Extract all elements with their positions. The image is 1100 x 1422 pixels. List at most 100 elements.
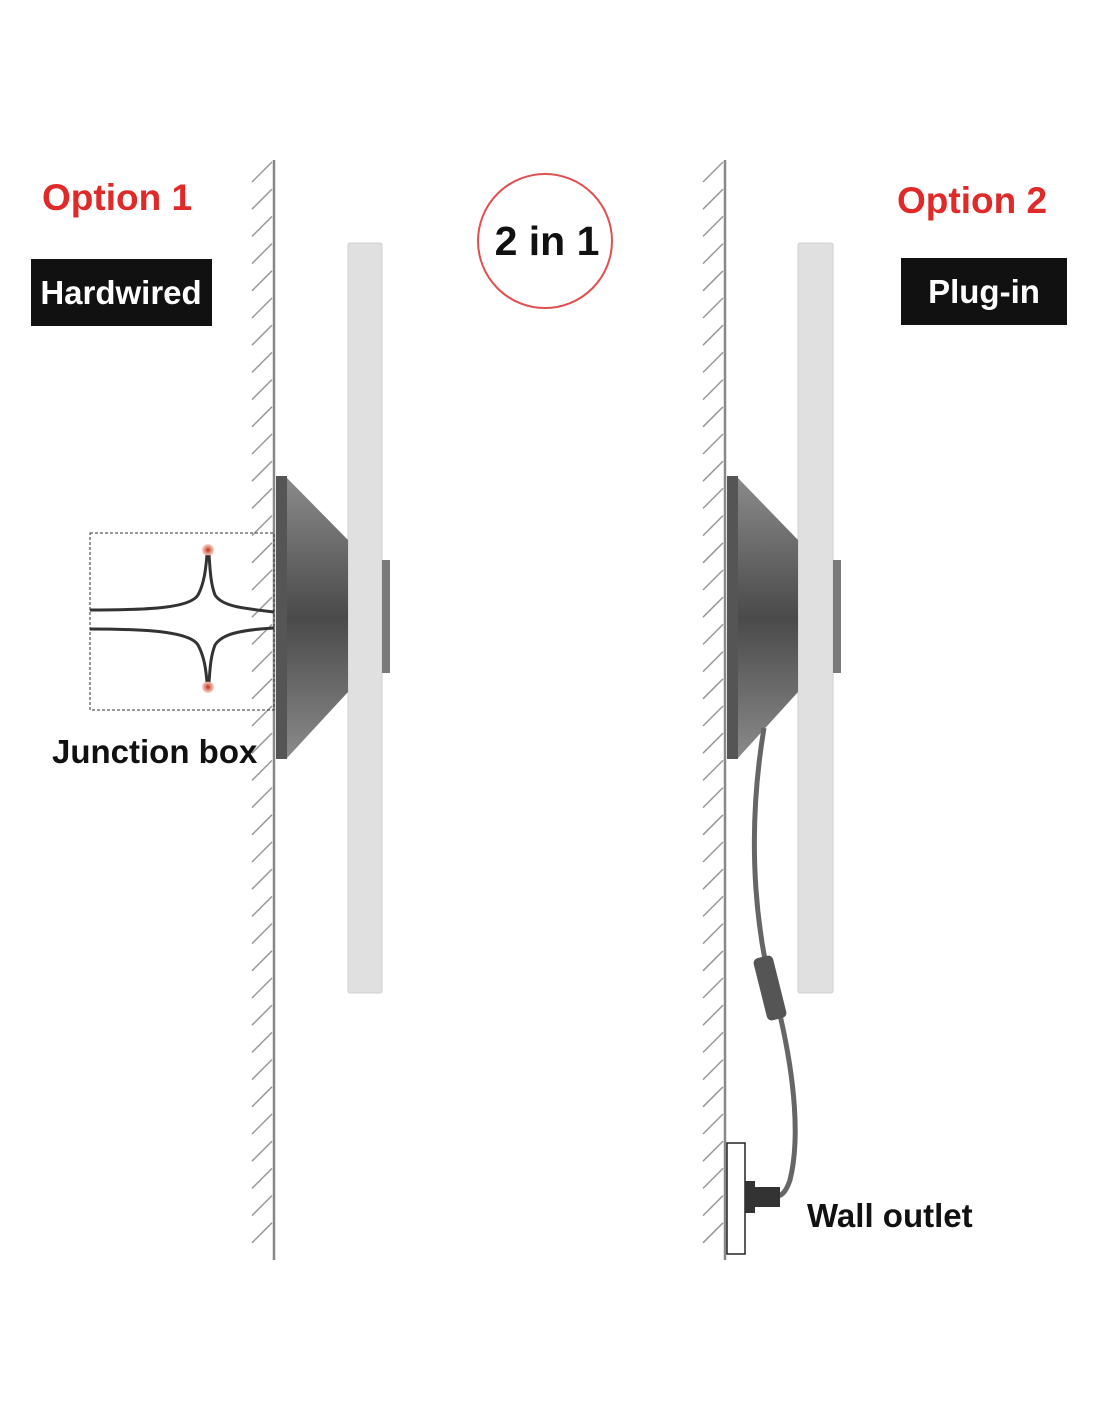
wall-hatch (251, 1167, 273, 1189)
wire (89, 554, 209, 612)
wall-hatch (702, 161, 724, 183)
wall-hatch (251, 215, 273, 237)
option1-tag: Hardwired (40, 274, 201, 311)
wall-hatch (702, 895, 724, 917)
plug-body (755, 1187, 780, 1207)
wall-hatch (251, 923, 273, 945)
wall-hatch (251, 1059, 273, 1081)
mount-cone-left (287, 478, 348, 758)
wall-hatch (702, 215, 724, 237)
mount-cone-right (738, 478, 798, 758)
wall-hatch (251, 1222, 273, 1244)
wall-hatch (702, 1004, 724, 1026)
option1-title: Option 1 (42, 177, 192, 218)
panel-knob-right (833, 560, 841, 673)
wall-hatch (702, 814, 724, 836)
wall-hatch (702, 351, 724, 373)
wall-hatch (251, 596, 273, 618)
power-cord (751, 727, 798, 1199)
wall-hatch (702, 379, 724, 401)
wall-hatch (702, 460, 724, 482)
mount-plate-left (276, 476, 287, 759)
wall-hatch (251, 515, 273, 537)
wall-hatch (251, 759, 273, 781)
cord-connector (753, 955, 787, 1021)
wall-hatch (251, 1086, 273, 1108)
wall-hatch (251, 841, 273, 863)
wall-hatch (251, 977, 273, 999)
wall-hatch (702, 1222, 724, 1244)
wall-hatch (251, 868, 273, 890)
badge-circle (477, 173, 613, 309)
wall-hatch (702, 1195, 724, 1217)
wall-hatch (702, 623, 724, 645)
wall-hatch (251, 433, 273, 455)
wall-hatch (251, 651, 273, 673)
wall-hatch (702, 705, 724, 727)
wall-hatch (702, 297, 724, 319)
wall-hatch (702, 759, 724, 781)
wall-hatch (251, 1004, 273, 1026)
wall-hatch (702, 1167, 724, 1189)
wall-hatch (702, 732, 724, 754)
option2-tag-bg (901, 258, 1067, 325)
wall-hatch (251, 787, 273, 809)
wall-hatch (251, 542, 273, 564)
mirror-panel-left (347, 242, 383, 994)
wall-hatch (702, 868, 724, 890)
wall-hatch (702, 678, 724, 700)
mount-plate-right (727, 476, 738, 759)
wall-hatch (251, 1195, 273, 1217)
wall-hatch (251, 569, 273, 591)
wall-hatch (702, 950, 724, 972)
option1-tag-bg (31, 259, 212, 326)
wall-hatch (251, 895, 273, 917)
wall-hatch (702, 487, 724, 509)
wall-outlet (726, 1142, 746, 1255)
wall-hatch (251, 406, 273, 428)
wire-tip (202, 544, 214, 556)
option2-title: Option 2 (897, 180, 1047, 221)
wire (207, 554, 275, 614)
wall-hatch (251, 705, 273, 727)
wall-hatch (251, 950, 273, 972)
wall-hatch (251, 297, 273, 319)
wall-hatch (702, 569, 724, 591)
wall-hatch (702, 596, 724, 618)
wall-hatch (702, 406, 724, 428)
wall-hatch (702, 1031, 724, 1053)
plug (745, 1181, 755, 1213)
wall-hatch (251, 324, 273, 346)
wall-hatch (702, 324, 724, 346)
wall-hatch (702, 433, 724, 455)
fixture-left (276, 242, 390, 994)
wall-hatch (702, 542, 724, 564)
badge-text: 2 in 1 (495, 218, 600, 264)
wall-hatch (251, 460, 273, 482)
wall-outlet-label: Wall outlet (807, 1197, 973, 1234)
wall-hatch (702, 188, 724, 210)
fixture-right (726, 242, 841, 1255)
wall-hatch (702, 841, 724, 863)
wall-right (702, 160, 727, 1260)
junction-box-label: Junction box (52, 733, 258, 770)
wall-hatch (702, 515, 724, 537)
wall-hatch (251, 161, 273, 183)
wall-hatch (702, 651, 724, 673)
wall-hatch (251, 678, 273, 700)
wall-hatch (251, 814, 273, 836)
wall-hatch (702, 923, 724, 945)
wall-hatch (702, 1113, 724, 1135)
wall-hatch (702, 1059, 724, 1081)
wall-hatch (702, 1086, 724, 1108)
wall-hatch (251, 379, 273, 401)
wire-tip (202, 681, 214, 693)
wall-hatch (702, 270, 724, 292)
wire (89, 627, 209, 683)
wire (207, 626, 275, 683)
wall-hatch (702, 977, 724, 999)
mirror-panel-right (797, 242, 834, 994)
wall-hatch (251, 351, 273, 373)
